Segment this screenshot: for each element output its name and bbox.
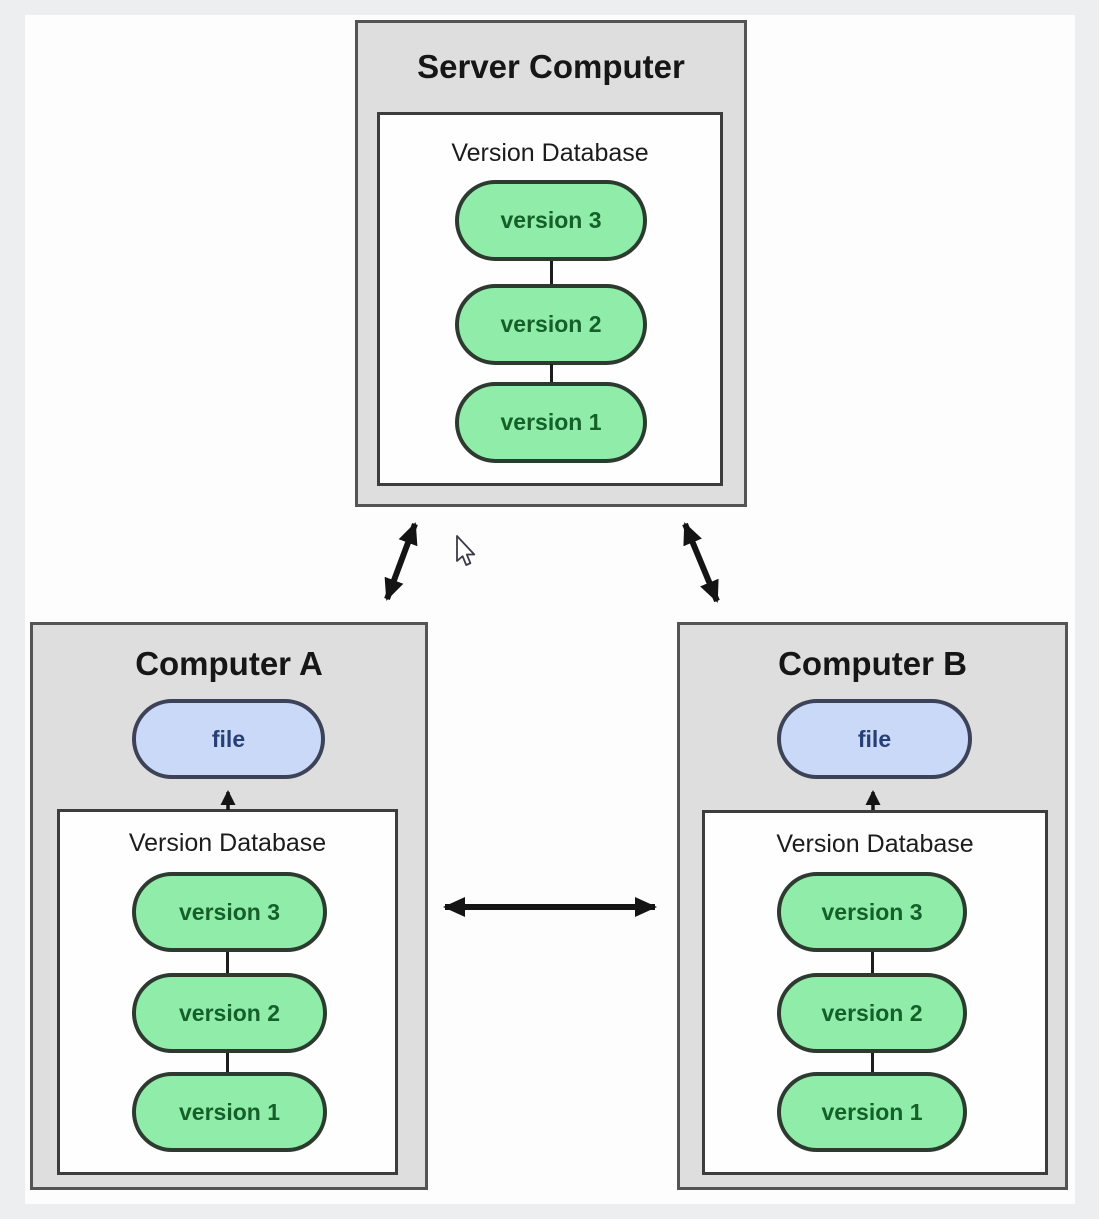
computer-b-title: Computer B <box>778 645 967 682</box>
version-link-line <box>226 952 229 974</box>
computer-a-version-database-box: Version Database version 3 version 2 ver… <box>57 809 398 1175</box>
computer-b-file-pill: file <box>777 699 972 779</box>
computer-b-version-3-pill: version 3 <box>777 872 967 952</box>
version-link-line <box>550 261 553 285</box>
computer-a-version-1-pill: version 1 <box>132 1072 327 1152</box>
computer-a-box: Computer A file Version Database version… <box>30 622 428 1190</box>
computer-a-version-2-pill: version 2 <box>132 973 327 1053</box>
computer-b-version-1-pill: version 1 <box>777 1072 967 1152</box>
server-computer-box: Server Computer Version Database version… <box>355 20 747 507</box>
version-link-line <box>871 1053 874 1073</box>
server-computer-title: Server Computer <box>417 48 685 85</box>
server-version-database-label: Version Database <box>451 139 649 167</box>
server-version-database-box: Version Database version 3 version 2 ver… <box>377 112 723 486</box>
server-version-3-pill: version 3 <box>455 180 647 261</box>
computer-a-file-pill: file <box>132 699 325 779</box>
computer-b-version-2-pill: version 2 <box>777 973 967 1053</box>
computer-b-box: Computer B file Version Database version… <box>677 622 1068 1190</box>
server-version-1-pill: version 1 <box>455 382 647 463</box>
computer-a-version-database-label: Version Database <box>128 829 327 857</box>
version-link-line <box>871 952 874 974</box>
computer-b-version-database-label: Version Database <box>776 830 974 858</box>
computer-a-title: Computer A <box>135 645 323 682</box>
version-link-line <box>226 1053 229 1073</box>
computer-a-version-3-pill: version 3 <box>132 872 327 952</box>
computer-b-version-database-box: Version Database version 3 version 2 ver… <box>702 810 1048 1175</box>
version-link-line <box>550 364 553 383</box>
server-version-2-pill: version 2 <box>455 284 647 365</box>
